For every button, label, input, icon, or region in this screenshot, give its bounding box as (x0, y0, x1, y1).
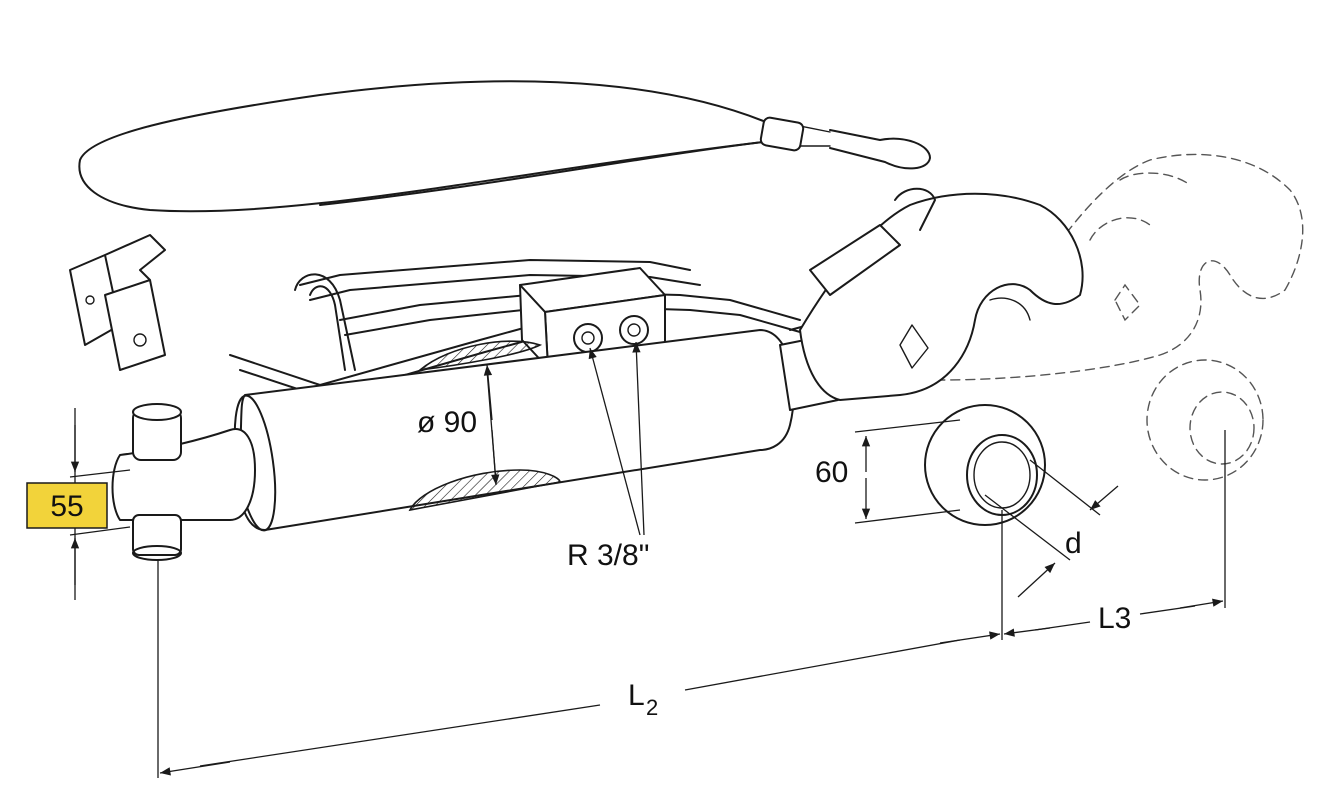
ball-bore-label: d (1065, 527, 1082, 560)
length-l3-label: L3 (1098, 602, 1131, 635)
dimension-length-l2 (157, 560, 1001, 778)
ghost-ball (1146, 359, 1264, 481)
length-l2-label: L (628, 679, 645, 712)
dimension-ball-bore (984, 459, 1119, 598)
cylinder-diameter-label: ø 90 (417, 406, 477, 439)
dimension-port-thread (588, 341, 645, 536)
length-l2-subscript: 2 (646, 695, 658, 720)
port-thread-label: R 3/8" (567, 539, 649, 572)
hook-body (799, 187, 1084, 401)
pin-width-label: 55 (50, 490, 83, 523)
safety-cable (78, 80, 931, 213)
ball-width-label: 60 (815, 456, 848, 489)
dimension-ball-width (854, 419, 961, 524)
pin-width-highlight-box (26, 482, 108, 529)
coupling-ball (924, 404, 1046, 526)
dimension-cylinder-diameter (483, 364, 500, 486)
spring-clip-icon (69, 234, 166, 371)
dimension-length-l3 (1001, 430, 1226, 640)
ghost-hook-outline (939, 153, 1304, 381)
pin-end (111, 403, 256, 561)
